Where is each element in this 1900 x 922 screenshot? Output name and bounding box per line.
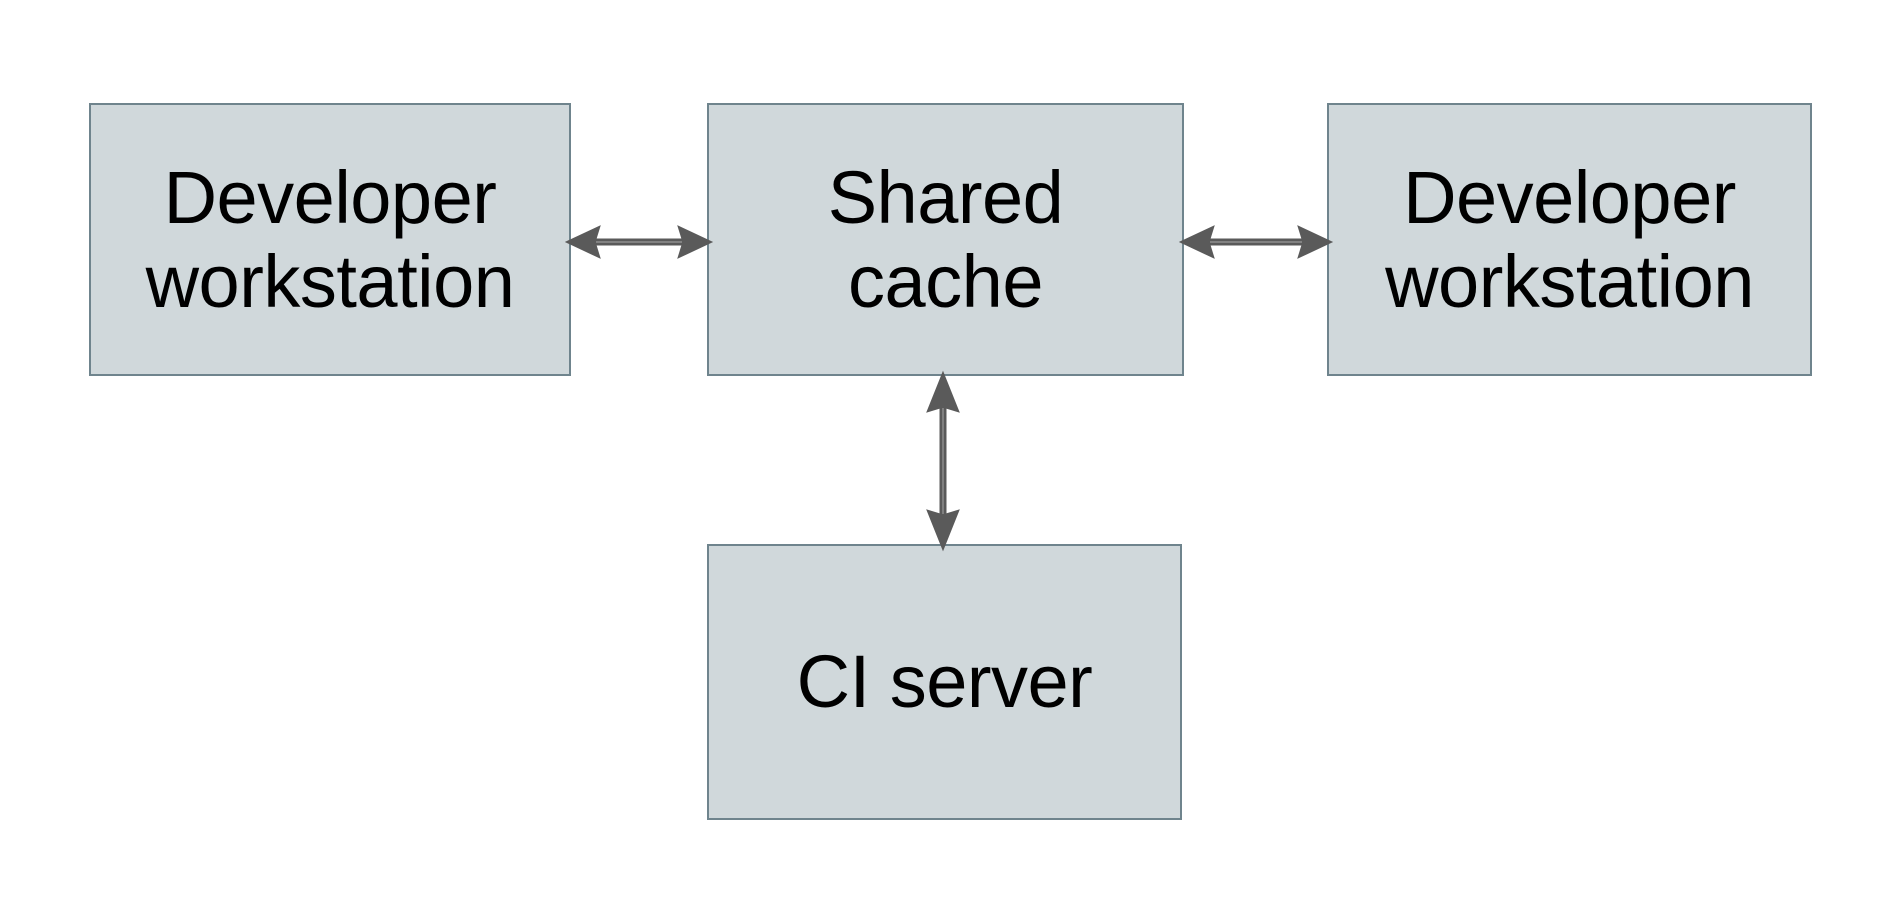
node-shared-cache[interactable]: Shared cache (707, 103, 1184, 376)
double-headed-arrow-icon (564, 225, 714, 259)
connector-shared-cache-to-ci-server[interactable] (915, 370, 971, 552)
double-headed-arrow-icon (926, 370, 960, 552)
node-ci-server[interactable]: CI server (707, 544, 1182, 820)
node-label-ci-server: CI server (796, 640, 1093, 723)
connector-shared-cache-to-dev-right[interactable] (1178, 214, 1334, 270)
node-label-developer-workstation-right: Developer workstation (1385, 155, 1754, 323)
node-developer-workstation-left[interactable]: Developer workstation (89, 103, 571, 376)
double-headed-arrow-icon (1178, 225, 1334, 259)
node-label-developer-workstation-left: Developer workstation (145, 155, 515, 323)
node-developer-workstation-right[interactable]: Developer workstation (1327, 103, 1812, 376)
node-label-shared-cache: Shared cache (827, 155, 1064, 323)
connector-dev-left-to-shared-cache[interactable] (564, 214, 714, 270)
